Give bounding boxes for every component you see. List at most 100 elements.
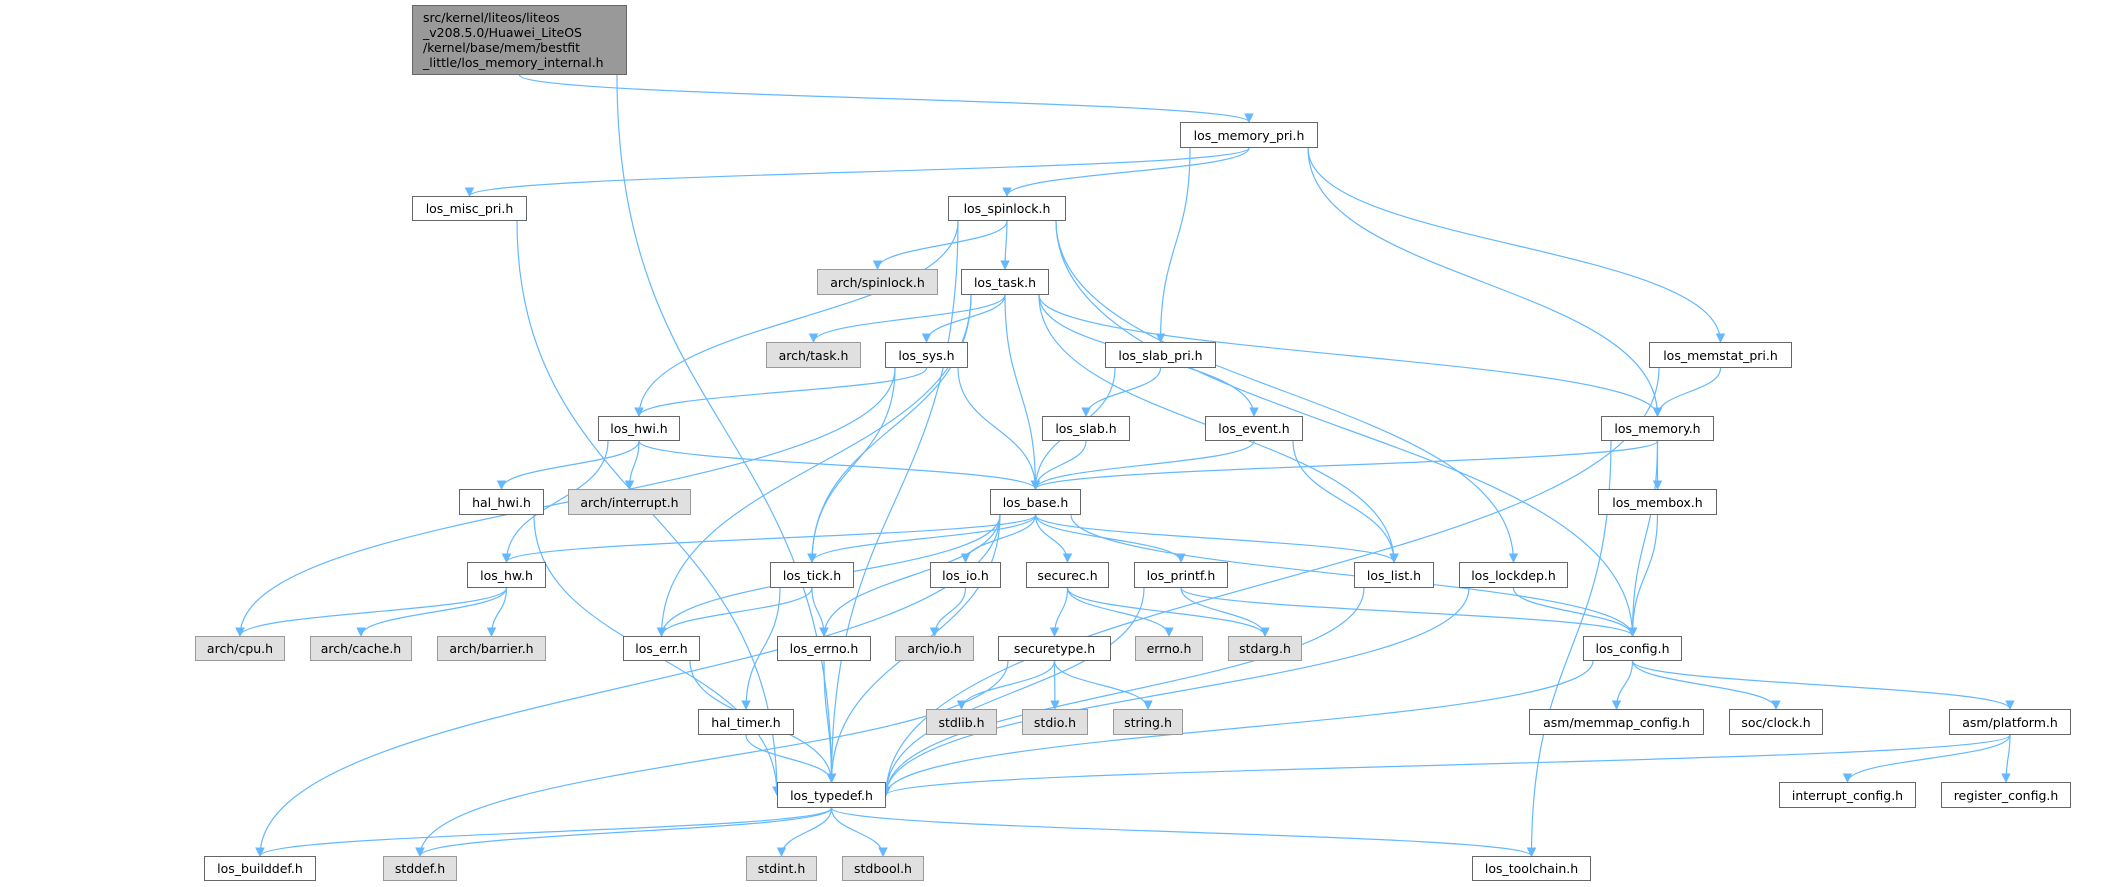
edge-los_sys-to-los_tick — [807, 367, 896, 563]
node-los-memory-pri[interactable]: los_memory_pri.h — [1180, 122, 1318, 148]
node-interrupt-config[interactable]: interrupt_config.h — [1779, 782, 1916, 808]
edge-los_base-to-securec — [1034, 514, 1073, 563]
edge-los_memory_pri-to-los_memstat_pri — [1307, 147, 1726, 343]
edge-securec-to-stdarg — [1066, 587, 1270, 637]
edge-los_event-to-los_base — [1030, 440, 1255, 490]
node-securetype[interactable]: securetype.h — [998, 636, 1111, 661]
node-securec[interactable]: securec.h — [1026, 562, 1109, 588]
node-hal-hwi[interactable]: hal_hwi.h — [459, 489, 544, 515]
edge-los_lockdep-to-los_typedef — [881, 587, 1470, 796]
node-los-membox[interactable]: los_membox.h — [1598, 489, 1717, 515]
edge-los_spinlock-to-los_config — [1055, 220, 1638, 637]
node-stdarg: stdarg.h — [1228, 636, 1302, 661]
node-los-lockdep[interactable]: los_lockdep.h — [1459, 562, 1568, 588]
edge-securetype-to-string — [1053, 660, 1153, 710]
node-asm-memmap-config[interactable]: asm/memmap_config.h — [1529, 709, 1704, 735]
node-los-io[interactable]: los_io.h — [930, 562, 1001, 588]
edge-asm_platform-to-los_typedef — [881, 734, 2011, 796]
edge-los_spinlock-to-arch_spinlock — [872, 220, 1008, 270]
edge-hal_timer-to-los_typedef — [745, 734, 837, 783]
edge-los_printf-to-los_config — [1180, 587, 1638, 637]
edge-los_hw-to-arch_cpu — [235, 587, 508, 637]
edge-los_slab_pri-to-los_slab — [1081, 367, 1162, 417]
node-los-err[interactable]: los_err.h — [623, 636, 700, 661]
node-root: src/kernel/liteos/liteos _v208.5.0/Huawe… — [412, 5, 627, 75]
node-soc-clock[interactable]: soc/clock.h — [1729, 709, 1823, 735]
edge-los_hw-to-arch_cache — [356, 587, 508, 637]
edge-los_base-to-los_config — [1070, 514, 1638, 637]
edge-los_memory_pri-to-los_misc_pri — [464, 147, 1250, 197]
edge-los_spinlock-to-los_typedef — [826, 220, 959, 783]
node-los-base[interactable]: los_base.h — [990, 489, 1081, 515]
node-stddef: stddef.h — [383, 856, 457, 881]
node-arch-io: arch/io.h — [895, 636, 974, 661]
edge-los_sys-to-los_base — [957, 367, 1041, 490]
edge-los_tick-to-los_errno — [811, 587, 829, 637]
edge-los_memory-to-los_base — [1030, 440, 1659, 490]
node-los-task[interactable]: los_task.h — [961, 269, 1049, 295]
node-arch-spinlock: arch/spinlock.h — [817, 269, 938, 295]
node-arch-barrier: arch/barrier.h — [437, 636, 546, 661]
edge-asm_platform-to-register_config — [2001, 734, 2011, 783]
edge-los_config-to-los_typedef — [881, 660, 1594, 796]
node-los-errno[interactable]: los_errno.h — [777, 636, 871, 661]
edge-los_typedef-to-los_toolchain — [830, 807, 1537, 857]
edge-securec-to-securetype — [1049, 587, 1069, 637]
edge-los_typedef-to-los_builddef — [255, 807, 833, 857]
edge-los_base-to-los_io — [960, 514, 1037, 563]
edge-los_hwi-to-hal_hwi — [496, 440, 640, 490]
node-los-typedef[interactable]: los_typedef.h — [777, 782, 886, 808]
edge-los_sys-to-los_hwi — [634, 367, 928, 417]
node-asm-platform[interactable]: asm/platform.h — [1949, 709, 2071, 735]
node-arch-task: arch/task.h — [766, 342, 861, 368]
edge-los_task-to-los_base — [1004, 294, 1041, 490]
edge-los_base-to-los_list — [1034, 514, 1399, 563]
edge-los_tick-to-hal_timer — [741, 587, 781, 710]
edge-los_config-to-soc_clock — [1631, 660, 1781, 710]
edge-los_printf-to-stdarg — [1180, 587, 1270, 637]
node-los-toolchain[interactable]: los_toolchain.h — [1472, 856, 1591, 881]
edge-los_spinlock-to-los_hwi — [634, 220, 959, 417]
node-los-sys[interactable]: los_sys.h — [885, 342, 968, 368]
edge-los_task-to-los_sys — [921, 294, 1006, 343]
edge-los_memory-to-los_config — [1627, 440, 1659, 637]
edge-los_spinlock-to-los_lockdep — [1055, 220, 1519, 563]
node-los-misc-pri[interactable]: los_misc_pri.h — [412, 196, 527, 221]
edge-los_memory_pri-to-los_slab_pri — [1155, 147, 1191, 343]
node-los-config[interactable]: los_config.h — [1583, 636, 1682, 661]
edge-los_task-to-arch_task — [808, 294, 1006, 343]
edge-los_memstat_pri-to-los_memory — [1652, 367, 1722, 417]
node-los-tick[interactable]: los_tick.h — [770, 562, 854, 588]
node-los-list[interactable]: los_list.h — [1354, 562, 1434, 588]
edge-los_base-to-los_hw — [501, 514, 1037, 563]
node-los-slab[interactable]: los_slab.h — [1042, 416, 1130, 441]
edge-securetype-to-stdio — [1050, 660, 1060, 710]
edge-los_base-to-los_printf — [1034, 514, 1186, 563]
node-los-hwi[interactable]: los_hwi.h — [598, 416, 680, 441]
edge-los_errno-to-los_typedef — [823, 660, 837, 783]
node-los-spinlock[interactable]: los_spinlock.h — [948, 196, 1066, 221]
edge-los_hw-to-arch_barrier — [486, 587, 508, 637]
node-los-printf[interactable]: los_printf.h — [1134, 562, 1228, 588]
edge-los_base-to-los_builddef — [255, 514, 1001, 857]
edge-los_typedef-to-stdbool — [830, 807, 888, 857]
node-los-memstat-pri[interactable]: los_memstat_pri.h — [1649, 342, 1792, 368]
edge-root-to-los_memory_pri — [518, 74, 1254, 123]
node-los-memory[interactable]: los_memory.h — [1601, 416, 1714, 441]
node-arch-cache: arch/cache.h — [310, 636, 412, 661]
node-hal-timer[interactable]: hal_timer.h — [698, 709, 794, 735]
edge-asm_platform-to-interrupt_config — [1842, 734, 2011, 783]
node-register-config[interactable]: register_config.h — [1941, 782, 2071, 808]
node-los-hw[interactable]: los_hw.h — [467, 562, 546, 588]
node-los-slab-pri[interactable]: los_slab_pri.h — [1105, 342, 1216, 368]
edge-securetype-to-stddef — [415, 660, 1009, 857]
edge-los_hwi-to-los_base — [638, 440, 1041, 490]
edge-los_lockdep-to-los_config — [1512, 587, 1638, 637]
edge-los_memory_pri-to-los_spinlock — [1002, 147, 1250, 197]
node-stdlib: stdlib.h — [926, 709, 997, 735]
edge-los_membox-to-los_config — [1627, 514, 1659, 637]
node-los-builddef[interactable]: los_builddef.h — [204, 856, 316, 881]
node-los-event[interactable]: los_event.h — [1205, 416, 1303, 441]
edge-los_hwi-to-los_hw — [501, 440, 609, 563]
